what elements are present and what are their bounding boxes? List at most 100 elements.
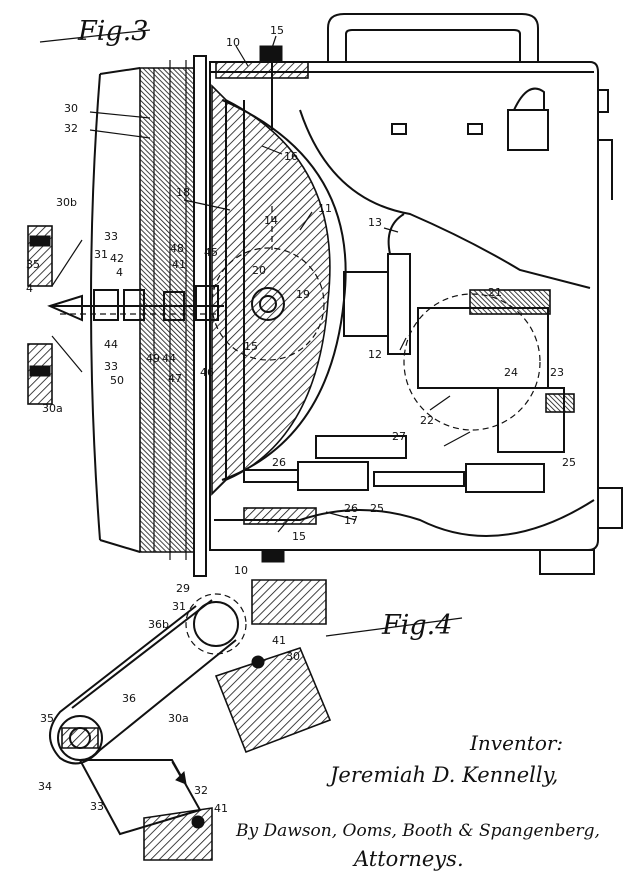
fig4-housing-fragment-top [252,580,326,624]
side-clamp [598,488,622,528]
ref-20: 20 [252,264,266,277]
latch-bolt-lower [30,366,50,376]
ref-32: 32 [64,122,78,135]
ref-19: 19 [296,288,310,301]
ref-30b: 30b [56,196,77,209]
ref-44-right: 44 [162,352,176,365]
lens-bottom-join [100,540,140,552]
ref-4-right: 4 [116,266,123,279]
ref-15-top: 15 [270,24,284,37]
switch-contacts [546,394,574,412]
figure-4: Fig.4 29 10 31 36b 41 30 3 [38,564,462,860]
inventor-name: Jeremiah D. Kennelly, [326,763,558,787]
ref-11: 11 [318,202,332,215]
inventor-label: Inventor: [469,731,563,755]
housing-foot [540,550,594,574]
ref-30: 30 [64,102,78,115]
ref-45: 45 [204,246,218,259]
ref-48: 48 [170,242,184,255]
ref-15-bottom: 15 [292,530,306,543]
ref-fig4-30a: 30a [168,712,189,725]
linkage-clevis-2 [466,464,544,492]
ref-41: 41 [172,258,186,271]
carry-handle-inner [346,30,520,62]
cable-gland [508,110,548,150]
fig4-lower-pivot-hatch [62,728,98,748]
ref-23: 23 [550,366,564,379]
signature-block: Inventor: Jeremiah D. Kennelly, By Dawso… [235,731,600,871]
ref-fig4-41-upper: 41 [272,634,286,647]
side-wire [598,140,612,200]
ref-18: 18 [176,186,190,199]
ref-13: 13 [368,216,382,229]
attorneys-label: Attorneys. [352,847,464,871]
latch-bolt-upper [30,236,50,246]
ref-4-left: 4 [26,282,33,295]
ref-22: 22 [420,414,434,427]
nut-small-1 [392,124,406,134]
linkage-rod-26 [244,470,298,482]
ballast-top-plate [470,290,550,314]
ref-fig4-35: 35 [40,712,54,725]
nut-small-2 [468,124,482,134]
ref-35: 35 [26,258,40,271]
ref-12: 12 [368,348,382,361]
ref-21: 21 [488,286,502,299]
bottom-clamp-plate [244,508,316,524]
ref-fig4-33: 33 [90,800,104,813]
ref-fig4-30: 30 [286,650,300,663]
ref-42: 42 [110,252,124,265]
fig4-motion-arrowhead [176,772,186,784]
fig4-motion-arrow [172,762,180,776]
ref-fig4-36: 36 [122,692,136,705]
lamp-base-connector [344,272,388,336]
ref-50: 50 [110,374,124,387]
ref-14: 14 [264,214,278,227]
ref-49: 49 [146,352,160,365]
ref-26-left: 26 [272,456,286,469]
ref-24: 24 [504,366,518,379]
latch-bracket-upper [28,226,52,286]
ballast-box [418,308,548,388]
bottom-bolt-head [262,550,284,562]
fig4-title: Fig.4 [381,610,452,641]
lamp-lead-wire [389,214,404,254]
lens-top-join [100,68,140,74]
latch-cam [50,296,82,320]
top-bolt-head [260,46,282,62]
cutaway-edge-upper [300,110,590,288]
linkage-clevis [298,462,368,490]
ref-15-mid: 15 [244,340,258,353]
ref-30a: 30a [42,402,63,415]
ref-17: 17 [344,514,358,527]
fig4-lens-rim-fragment [216,648,330,752]
ref-fig4-41-lower: 41 [214,802,228,815]
ref-fig4-29: 29 [176,582,190,595]
latch-link-upper [52,240,82,286]
ref-fig4-34: 34 [38,780,52,793]
latch-link-lower [52,336,82,372]
cable-entry [514,89,544,110]
top-clamp-plate [216,62,308,78]
ref-33-lower: 33 [104,360,118,373]
ref-44-left: 44 [104,338,118,351]
ref-47: 47 [168,372,182,385]
ref-33-upper: 33 [104,230,118,243]
ref-fig4-31: 31 [172,600,186,613]
ref-fig4-10: 10 [234,564,248,577]
ref-31: 31 [94,248,108,261]
ref-fig4-32: 32 [194,784,208,797]
ref-16: 16 [284,150,298,163]
reflector-shell [212,86,330,494]
fig4-screw-41-upper [252,656,264,668]
carry-handle [328,14,538,62]
ref-fig4-36b: 36b [148,618,169,631]
fig4-screw-41-lower [192,816,204,828]
attorneys-by-line: By Dawson, Ooms, Booth & Spangenberg, [235,821,600,841]
linkage-spring [374,472,464,486]
figure-3: Fig.3 [26,14,622,576]
lamp-base-flange [388,254,410,354]
fig4-latch-loop-inner [72,600,212,708]
ref-25-right: 25 [562,456,576,469]
